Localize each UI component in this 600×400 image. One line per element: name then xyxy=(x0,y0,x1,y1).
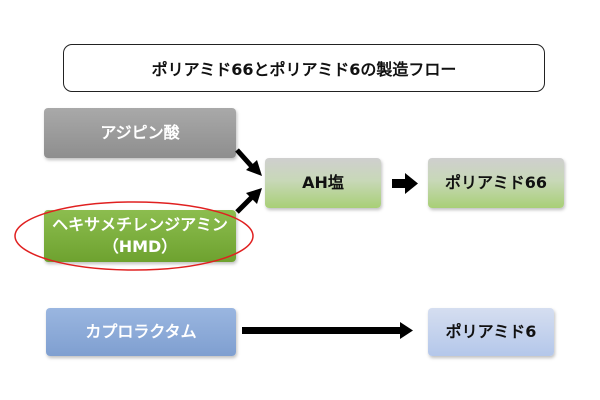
node-pa6: ポリアミド6 xyxy=(428,308,554,356)
node-adipic-acid-label: アジピン酸 xyxy=(100,123,180,143)
node-hmd-label-line2: （HMD） xyxy=(102,237,178,256)
node-hmd-label-line1: ヘキサメチレンジアミン xyxy=(52,215,228,235)
arrow-adipic-to-ah xyxy=(235,148,262,176)
node-ah-salt: AH塩 xyxy=(265,158,381,208)
arrow-ah-to-pa66 xyxy=(392,173,418,194)
node-ah-salt-label: AH塩 xyxy=(302,173,344,193)
node-pa6-label: ポリアミド6 xyxy=(445,322,537,342)
diagram-title: ポリアミド66とポリアミド6の製造フロー xyxy=(151,60,457,79)
node-pa66-label: ポリアミド66 xyxy=(445,173,547,193)
node-caprolactam-label: カプロラクタム xyxy=(85,322,197,342)
node-caprolactam: カプロラクタム xyxy=(46,308,236,356)
diagram-title-box: ポリアミド66とポリアミド6の製造フロー xyxy=(63,44,545,92)
arrow-caprolactam-to-pa6 xyxy=(242,322,413,339)
node-adipic-acid: アジピン酸 xyxy=(44,108,236,158)
node-hmd: ヘキサメチレンジアミン （HMD） xyxy=(44,210,236,262)
node-pa66: ポリアミド66 xyxy=(428,158,564,208)
arrow-hmd-to-ah xyxy=(235,188,262,214)
